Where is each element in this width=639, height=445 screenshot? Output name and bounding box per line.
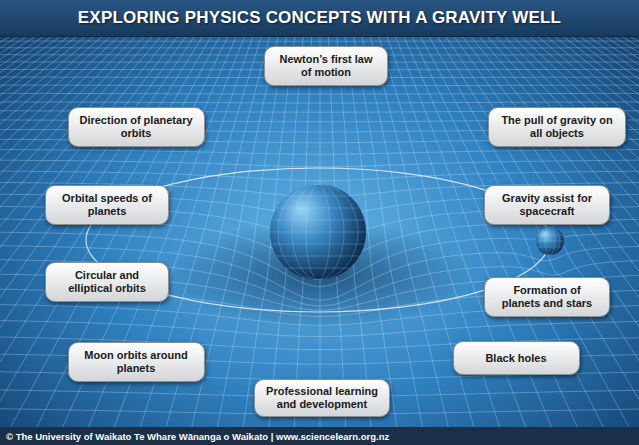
credit-text: © The University of Waikato Te Whare Wān… bbox=[0, 431, 389, 442]
concept-box: Direction of planetary orbits bbox=[68, 107, 205, 147]
concept-box: Orbital speeds of planets bbox=[45, 185, 169, 225]
concept-label: Circular and elliptical orbits bbox=[54, 269, 160, 295]
concept-label: Formation of planets and stars bbox=[493, 284, 601, 310]
concept-label: Gravity assist for spacecraft bbox=[493, 192, 601, 218]
concept-box: Black holes bbox=[453, 341, 580, 375]
planet-sphere bbox=[536, 227, 564, 255]
footer-bar: © The University of Waikato Te Whare Wān… bbox=[0, 427, 639, 445]
concept-label: Newton’s first law of motion bbox=[273, 53, 379, 79]
concept-box: The pull of gravity on all objects bbox=[488, 107, 626, 147]
concept-box: Formation of planets and stars bbox=[484, 277, 610, 317]
concept-label: Orbital speeds of planets bbox=[54, 192, 160, 218]
concept-label: Direction of planetary orbits bbox=[77, 114, 196, 140]
concept-box: Circular and elliptical orbits bbox=[45, 262, 169, 302]
star-sphere bbox=[270, 184, 366, 280]
concept-box: Gravity assist for spacecraft bbox=[484, 185, 610, 225]
title-text: EXPLORING PHYSICS CONCEPTS WITH A GRAVIT… bbox=[78, 8, 561, 28]
concept-label: Professional learning and development bbox=[263, 385, 381, 411]
concept-box: Moon orbits around planets bbox=[68, 342, 205, 382]
title-bar: EXPLORING PHYSICS CONCEPTS WITH A GRAVIT… bbox=[0, 0, 639, 37]
concept-box: Newton’s first law of motion bbox=[264, 46, 388, 86]
star-sphere-grid bbox=[270, 184, 366, 280]
planet-sphere-grid bbox=[536, 227, 564, 255]
concept-box: Professional learning and development bbox=[254, 379, 390, 417]
concept-label: The pull of gravity on all objects bbox=[497, 114, 617, 140]
concept-label: Moon orbits around planets bbox=[77, 349, 196, 375]
concept-label: Black holes bbox=[485, 352, 546, 365]
